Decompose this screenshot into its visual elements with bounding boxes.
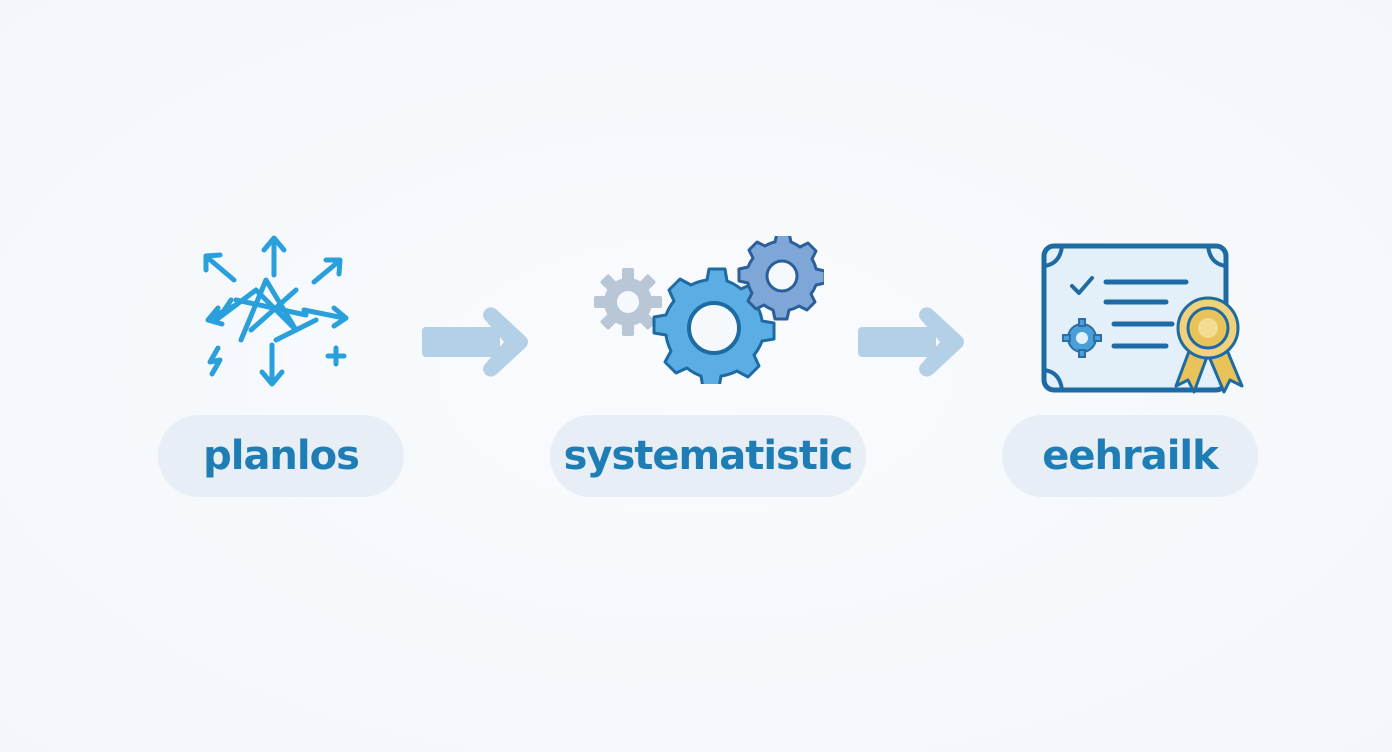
step-label-pill: systematistic <box>550 415 866 497</box>
certificate-icon <box>1036 238 1250 400</box>
step-label-pill: eehrailk <box>1002 415 1258 497</box>
gears-icon <box>592 231 827 390</box>
step-label: eehrailk <box>1042 433 1218 479</box>
step-label: systematistic <box>563 433 854 479</box>
arrow-right-icon <box>420 305 532 379</box>
arrow-right-icon <box>856 305 968 379</box>
step-label: planlos <box>203 433 360 479</box>
scattered-arrows-icon <box>196 230 356 390</box>
step-label-pill: planlos <box>158 415 404 497</box>
